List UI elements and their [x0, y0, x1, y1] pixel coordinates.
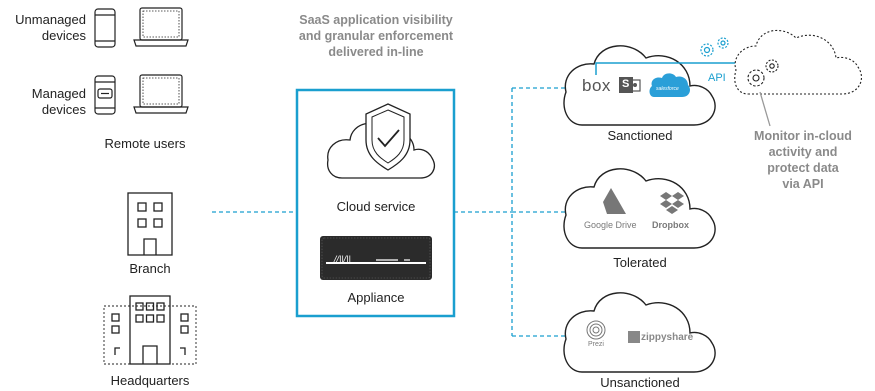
unsanctioned-label: Unsanctioned: [600, 375, 680, 390]
unmanaged-label-line-2: devices: [41, 28, 86, 43]
center-heading-line-2: and granular enforcement: [298, 29, 454, 43]
headquarters-label: Headquarters: [110, 373, 190, 388]
zippyshare-icon: [628, 331, 640, 343]
managed-phone-icon: [94, 75, 116, 115]
sanctioned-label: Sanctioned: [607, 128, 673, 143]
cloud-service-icon: [326, 103, 435, 179]
api-connector: [595, 62, 742, 75]
sharepoint-logo-text: S: [622, 78, 630, 90]
unmanaged-devices-label: Unmanaged devices: [0, 12, 86, 44]
sharepoint-icon: [619, 77, 641, 93]
tolerated-label: Tolerated: [613, 255, 667, 270]
box-logo: box: [582, 76, 611, 95]
salesforce-icon: [649, 73, 690, 97]
managed-devices-label: Managed devices: [0, 86, 86, 118]
cloud-service-label: Cloud service: [336, 199, 416, 214]
monitor-line-3: protect data: [767, 161, 839, 175]
appliance-label: Appliance: [347, 290, 405, 305]
zippyshare-label: zippyshare: [641, 332, 694, 343]
prezi-icon: [586, 320, 606, 340]
unmanaged-laptop-icon: [133, 7, 189, 47]
remote-users-label: Remote users: [104, 136, 186, 151]
unmanaged-label-line-1: Unmanaged: [15, 12, 86, 27]
monitor-callout: Monitor in-cloud activity and protect da…: [738, 128, 868, 192]
monitor-line-4: via API: [782, 177, 824, 191]
center-heading-line-1: SaaS application visibility: [299, 13, 453, 27]
google-drive-label: Google Drive: [584, 220, 637, 230]
dropbox-icon: [660, 192, 684, 214]
tolerated-cloud-icon: [563, 168, 716, 249]
monitor-pointer-line: [759, 91, 771, 127]
managed-label-line-2: devices: [41, 102, 86, 117]
managed-label-line-1: Managed: [31, 86, 86, 101]
enforcement-box: [295, 88, 456, 318]
svg-text://||/||: //||/||: [333, 254, 351, 264]
dropbox-label: Dropbox: [652, 220, 689, 230]
headquarters-building-icon: [103, 295, 197, 365]
unmanaged-phone-icon: [94, 8, 116, 48]
prezi-label: Prezi: [588, 341, 604, 348]
gear-icon-blue: [700, 37, 729, 57]
external-cloud-icon: [734, 29, 862, 95]
appliance-icon: //||/||: [320, 236, 432, 280]
salesforce-logo-text: salesforce: [656, 86, 679, 92]
branch-building-icon: [127, 192, 173, 256]
google-drive-icon: [603, 188, 626, 214]
branch-label: Branch: [129, 261, 171, 276]
monitor-line-2: activity and: [768, 145, 838, 159]
monitor-line-1: Monitor in-cloud: [754, 129, 852, 143]
api-label: API: [708, 72, 726, 84]
center-heading: SaaS application visibility and granular…: [270, 12, 482, 60]
center-heading-line-3: delivered in-line: [328, 45, 424, 59]
managed-laptop-icon: [133, 74, 189, 114]
gear-icon-gray: [747, 59, 779, 87]
